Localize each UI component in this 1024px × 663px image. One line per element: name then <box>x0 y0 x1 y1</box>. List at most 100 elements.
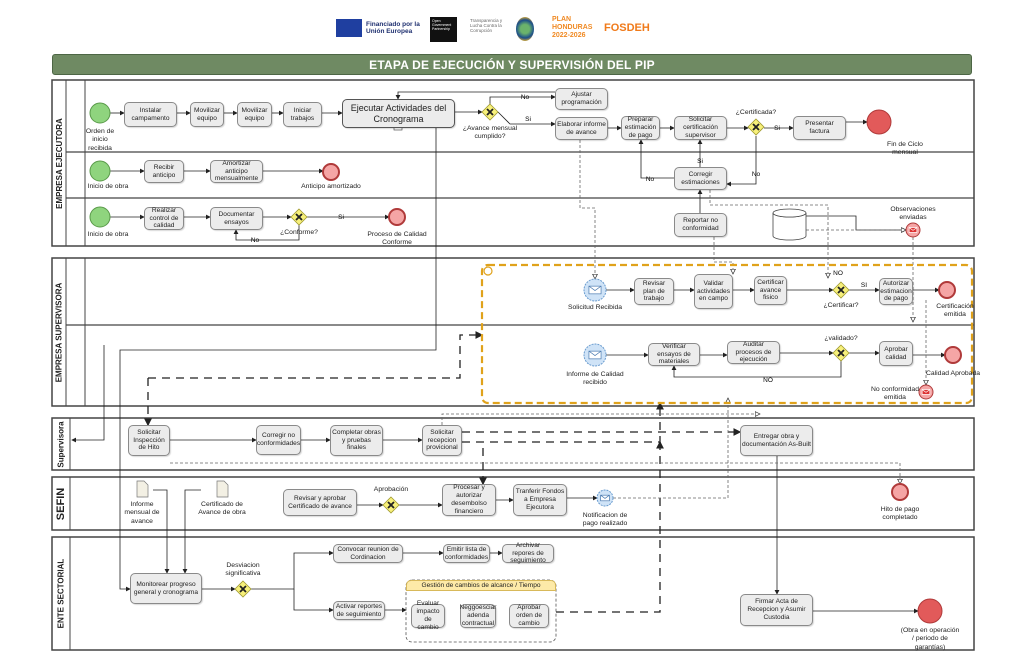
sequence-flow <box>726 136 757 187</box>
pool-name: SEFIN <box>55 487 67 520</box>
message-flow <box>170 462 900 484</box>
event-label: Inicio de obra <box>87 231 129 238</box>
end-event[interactable] <box>944 346 962 364</box>
task-instalar[interactable]: Instalar campamento <box>124 102 177 127</box>
task-solicitar-rec[interactable]: Solicitar recepcion provicional <box>422 425 462 456</box>
message-flow <box>613 398 728 499</box>
task-validar[interactable]: Validar actividades en campo <box>694 274 733 309</box>
association-flow <box>148 331 484 379</box>
task-firmar[interactable]: Firmar Acta de Recepcion y Asumir Custod… <box>740 594 813 626</box>
task-solicitar-insp[interactable]: Solicitar Inspección de Hito <box>128 425 170 456</box>
document-icon[interactable] <box>216 480 229 498</box>
gateway-label: ¿Conforme? <box>280 229 318 236</box>
task-archivar[interactable]: Archivar repores de seguimiento <box>502 542 554 564</box>
message-flow <box>713 237 733 274</box>
task-certificar[interactable]: Certificar avance fisico <box>754 276 787 305</box>
task-corregir-est[interactable]: Corregir estimaciones <box>674 167 727 190</box>
task-recibir[interactable]: Recibir anticipo <box>144 160 184 183</box>
association-flow <box>556 440 664 613</box>
task-preparar[interactable]: Preparar estimación de pago <box>621 116 660 140</box>
task-negociar[interactable]: Neggoesciar adenda contractual <box>459 604 497 628</box>
start-event[interactable] <box>89 160 111 182</box>
end-event[interactable] <box>322 163 340 181</box>
task-verificar[interactable]: Verificar ensayos de materiales <box>648 343 700 366</box>
sequence-flow <box>489 94 556 104</box>
flow-label: NO <box>833 270 843 277</box>
sequence-flow <box>71 345 105 443</box>
pool-sefin-label: SEFIN <box>52 477 70 530</box>
pool-supervisora <box>51 417 975 471</box>
task-reportar[interactable]: Reportar no conformidad <box>674 213 727 237</box>
task-transferir[interactable]: Tranferir Fondos a Empresa Ejecutora <box>513 484 567 516</box>
end-event[interactable] <box>917 598 943 624</box>
pool-name: EMPRESA SUPERVISORA <box>54 282 64 382</box>
task-revisar-cert[interactable]: Revisar y aprobar Certificado de avance <box>283 489 357 516</box>
task-emitir[interactable]: Emitir lista de conformidades <box>443 544 490 563</box>
x-icon <box>486 108 494 116</box>
task-amortizar[interactable]: Amortizar anticipo mensualmente <box>210 160 263 183</box>
document-icon[interactable] <box>136 480 149 498</box>
event-subprocess-border <box>480 263 974 405</box>
gateway-label: ¿Certificar? <box>823 302 859 309</box>
task-convocar[interactable]: Convocar reunion de Cordinacion <box>333 544 403 563</box>
task-auditar[interactable]: Auditar procesos de ejecución <box>727 341 780 364</box>
document-label: Informe mensual de avance <box>124 501 160 525</box>
end-event[interactable] <box>388 208 406 226</box>
task-autorizar[interactable]: Autorizar estimacion de pago <box>879 278 913 305</box>
end-event[interactable] <box>866 109 892 135</box>
task-movilizar1[interactable]: Movilizar equipo <box>190 102 224 127</box>
event-label: Observaciones enviadas <box>890 206 936 222</box>
x-icon <box>837 286 845 294</box>
start-event[interactable] <box>89 206 111 228</box>
x-icon <box>837 349 845 357</box>
event-label: Fin de Ciclo mensual <box>887 141 923 157</box>
flow-label: No <box>752 171 761 178</box>
task-aprobar-cal[interactable]: Aprobar calidad <box>879 341 913 366</box>
document-label: Certificado de Avance de obra <box>198 501 246 517</box>
event-label: Inicio de obra <box>87 183 129 190</box>
event-label: Hito de pago completado <box>880 506 920 522</box>
start-event[interactable] <box>89 102 111 124</box>
seal-logo <box>516 17 534 41</box>
end-event[interactable] <box>938 281 956 299</box>
message-flow <box>441 414 760 425</box>
sequence-flow <box>251 550 334 590</box>
flow-label: Si <box>774 125 780 132</box>
task-completar[interactable]: Completar obras y pruebas finales <box>330 425 383 456</box>
task-ajustar[interactable]: Ajustar programación <box>555 88 608 110</box>
pool-supervisora-label: Supervisora <box>52 418 70 470</box>
event-label: (Obra en operación / periodo de garantía… <box>900 627 960 651</box>
pool-empresa-supervisora <box>51 257 975 407</box>
task-monitorear[interactable]: Monitorear progreso general y cronograma <box>130 573 202 604</box>
sequence-flow <box>395 91 555 100</box>
task-elaborar[interactable]: Elaborar informe de avance <box>555 117 608 140</box>
group-title: Gestión de cambios de alcance / Tiempo <box>406 580 556 591</box>
task-realizar[interactable]: Realizar control de calidad <box>144 207 184 230</box>
gateway-label: Aprobación <box>373 486 409 493</box>
pool-empresa-supervisora-label: EMPRESA SUPERVISORA <box>52 258 66 406</box>
task-presentar[interactable]: Presentar factura <box>793 116 846 140</box>
sequence-flow <box>497 111 556 127</box>
x-icon <box>387 501 395 509</box>
sequence-flow <box>233 225 300 241</box>
task-activar[interactable]: Activar reportes de seguimiento <box>333 601 385 620</box>
task-iniciar[interactable]: Iniciar trabajos <box>283 102 322 127</box>
task-revisar-plan[interactable]: Revisar plan de trabajo <box>634 278 674 305</box>
page-title: ETAPA DE EJECUCIÓN Y SUPERVISIÓN DEL PIP <box>52 54 972 75</box>
task-documentar[interactable]: Documentar ensayos <box>210 207 263 230</box>
task-evaluar[interactable]: Evaluar impacto de cambio <box>411 600 445 631</box>
flow-label: No <box>521 94 530 101</box>
eu-logo-text: Financiado por la Unión Europea <box>366 21 420 36</box>
task-procesar[interactable]: Procesar y autorizar desembolso financie… <box>442 484 496 516</box>
task-aprobar-orden[interactable]: Aprobar orden de cambio <box>509 604 549 628</box>
event-label: Orden de inicio recibida <box>85 128 115 152</box>
task-corregir-nc[interactable]: Corregir no conformidades <box>256 425 301 455</box>
task-solicitar-cert[interactable]: Solicitar certificación supervisor <box>674 116 727 140</box>
task-movilizar2[interactable]: Movilizar equipo <box>237 102 272 127</box>
task-entregar[interactable]: Entregar obra y documentación As-Built <box>740 425 813 456</box>
end-event[interactable] <box>891 483 909 501</box>
sequence-flow <box>119 128 437 592</box>
event-label: Notificacion de pago realizado <box>582 512 628 528</box>
task-ejecutar[interactable]: Ejecutar Actividades del Cronograma <box>342 99 455 128</box>
ogp-logo: Open Government Partnership <box>430 17 457 42</box>
